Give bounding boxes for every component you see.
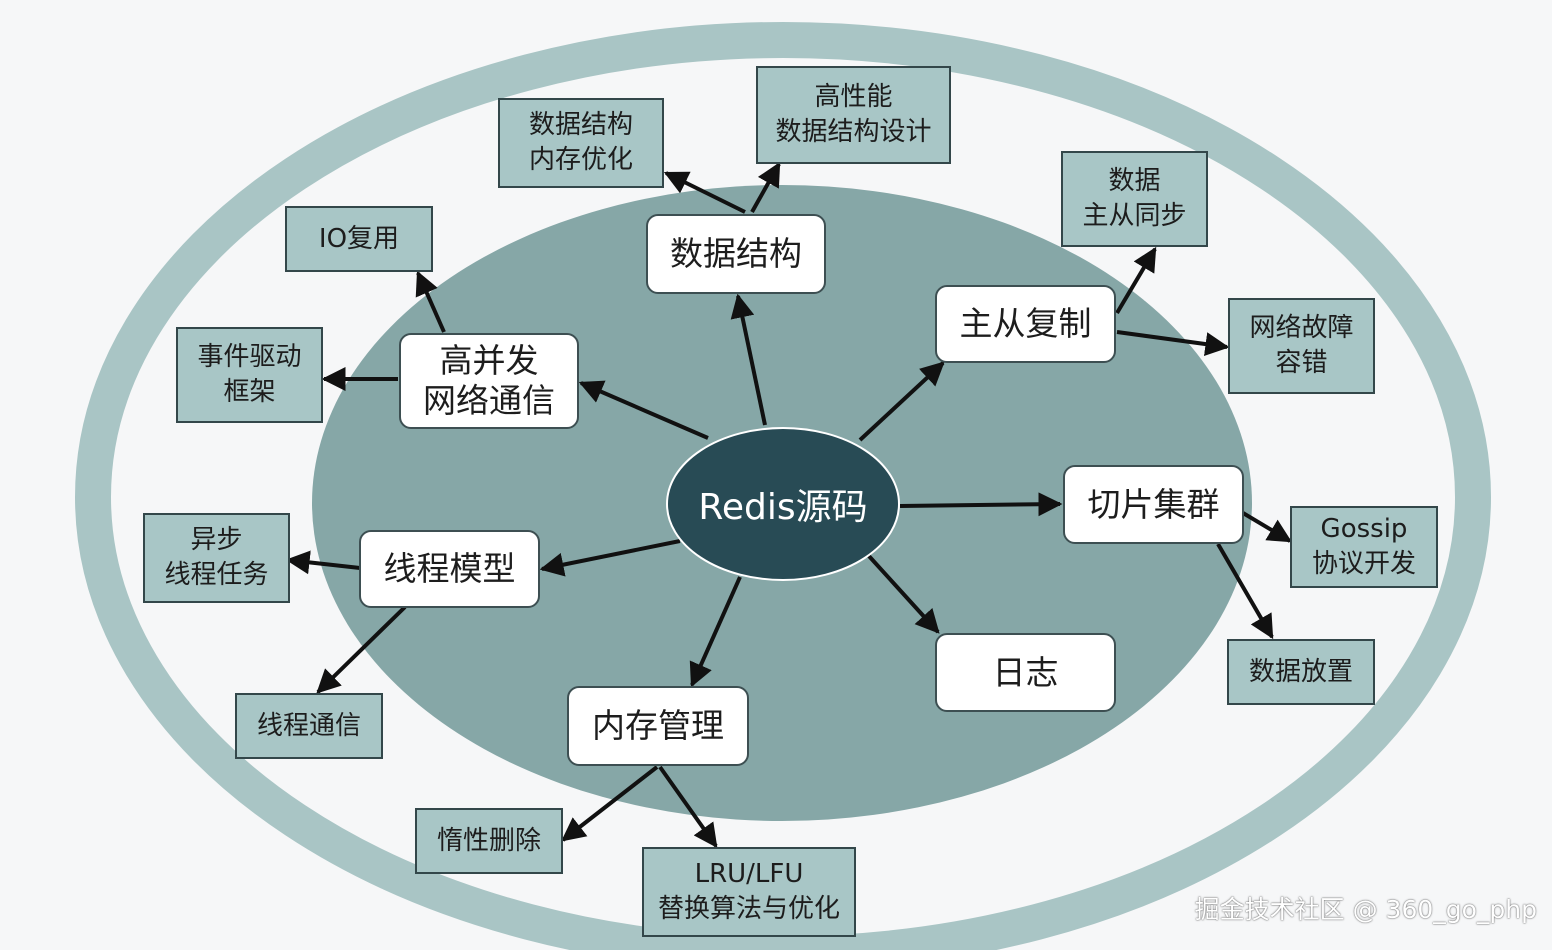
box-fault-tolerance-label: 网络故障 容错 [1249, 313, 1354, 378]
arrow-cluster-to-gossip [1241, 511, 1293, 543]
watermark: 掘金技术社区 @ 360_go_php [1194, 895, 1537, 924]
box-lazy-delete[interactable]: 惰性删除 [415, 808, 563, 874]
box-ds-memory-opt[interactable]: 数据结构 内存优化 [498, 98, 664, 188]
node-memory[interactable]: 内存管理 [567, 686, 749, 766]
node-memory-label: 内存管理 [592, 706, 724, 745]
arrow-replication-to-fault [1116, 330, 1230, 356]
arrow-center-to-logging [866, 553, 940, 634]
box-fault-tolerance[interactable]: 网络故障 容错 [1228, 298, 1375, 394]
box-async-tasks-label: 异步 线程任务 [164, 525, 269, 590]
node-data-structure[interactable]: 数据结构 [646, 214, 826, 294]
box-ds-design[interactable]: 高性能 数据结构设计 [756, 66, 951, 164]
box-lru-lfu-label: LRU/LFU 替换算法与优化 [657, 859, 840, 924]
arrow-memory-to-lazy [561, 765, 659, 842]
arrow-concurrency-to-io [415, 270, 446, 333]
node-replication-label: 主从复制 [959, 304, 1092, 343]
node-concurrency-label: 高并发 网络通信 [423, 341, 555, 420]
box-gossip[interactable]: Gossip 协议开发 [1290, 506, 1438, 588]
box-lru-lfu[interactable]: LRU/LFU 替换算法与优化 [642, 847, 856, 937]
box-io-multiplex-label: IO复用 [318, 223, 400, 254]
arrow-replication-to-sync [1115, 246, 1157, 315]
box-gossip-label: Gossip 协议开发 [1311, 514, 1416, 579]
box-async-tasks[interactable]: 异步 线程任务 [143, 513, 290, 603]
center-node-shape [666, 427, 900, 581]
box-data-sync-label: 数据 主从同步 [1082, 166, 1187, 231]
outer-ring [75, 22, 1491, 950]
arrow-center-to-cluster [899, 492, 1063, 517]
node-replication[interactable]: 主从复制 [935, 285, 1116, 363]
box-data-placement[interactable]: 数据放置 [1227, 639, 1375, 705]
node-logging[interactable]: 日志 [935, 633, 1116, 712]
node-data-structure-label: 数据结构 [670, 234, 802, 273]
box-event-framework-label: 事件驱动 框架 [197, 342, 302, 407]
center-node-label[interactable]: Redis源码 [698, 487, 868, 528]
arrow-center-to-concurrency [578, 380, 709, 440]
node-logging-label: 日志 [992, 652, 1059, 692]
node-thread-model-label: 线程模型 [383, 549, 516, 588]
arrow-center-to-memory [689, 576, 742, 688]
box-data-sync[interactable]: 数据 主从同步 [1061, 151, 1208, 247]
arrow-thread-to-comm [316, 605, 407, 694]
box-data-placement-label: 数据放置 [1248, 656, 1353, 687]
box-event-framework[interactable]: 事件驱动 框架 [176, 327, 323, 423]
box-thread-comm-label: 线程通信 [256, 710, 361, 741]
arrow-center-to-thread-model [539, 539, 681, 577]
box-ds-memory-opt-label: 数据结构 内存优化 [528, 110, 633, 175]
box-ds-design-label: 高性能 数据结构设计 [775, 82, 932, 147]
box-io-multiplex[interactable]: IO复用 [285, 206, 433, 272]
arrow-center-to-replication [858, 361, 945, 442]
box-lazy-delete-label: 惰性删除 [436, 825, 541, 856]
arrow-ds-to-design [750, 161, 781, 213]
node-thread-model[interactable]: 线程模型 [359, 530, 540, 608]
arrow-thread-to-async [285, 550, 361, 575]
arrow-memory-to-lru [658, 765, 718, 848]
box-thread-comm[interactable]: 线程通信 [235, 693, 383, 759]
node-concurrency[interactable]: 高并发 网络通信 [399, 333, 579, 429]
arrow-center-to-data-structure [730, 293, 767, 426]
arrow-ds-to-memory-opt [663, 171, 746, 214]
node-cluster[interactable]: 切片集群 [1063, 465, 1244, 544]
arrow-cluster-to-placement [1216, 542, 1274, 640]
node-cluster-label: 切片集群 [1087, 484, 1220, 524]
